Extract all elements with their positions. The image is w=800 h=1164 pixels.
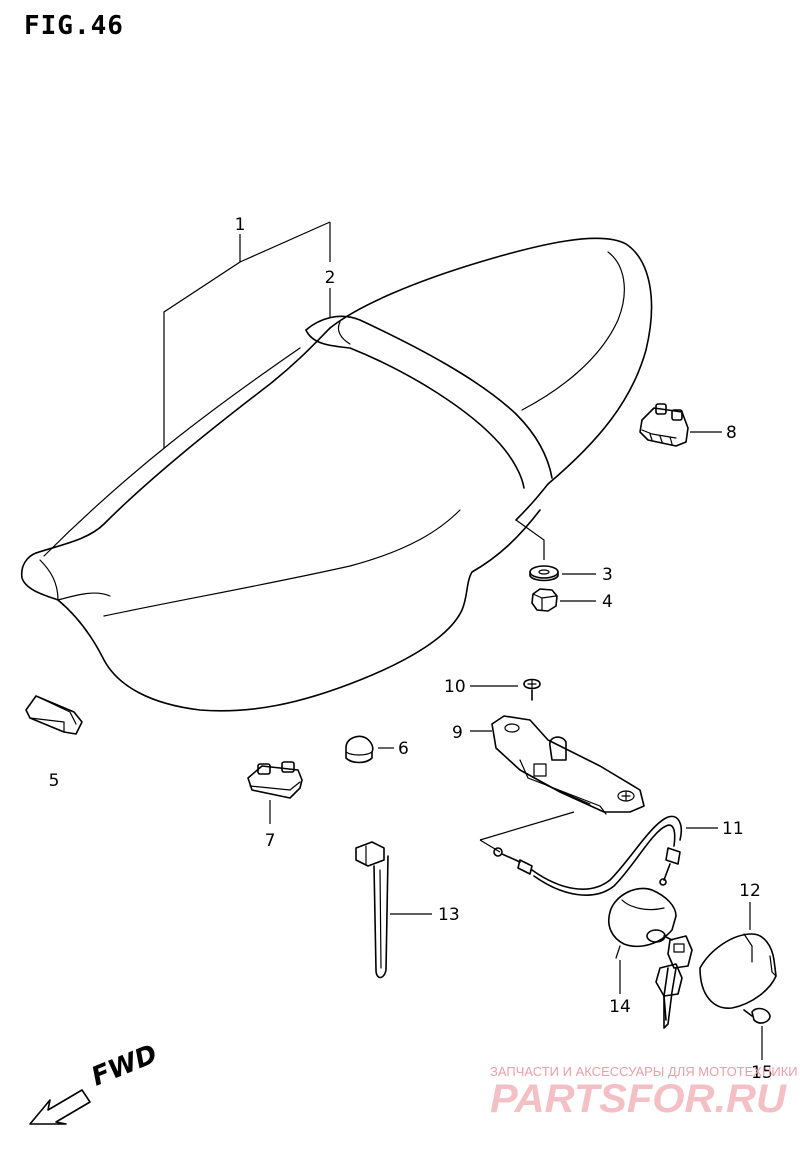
callout-9: 9 <box>452 723 463 743</box>
part-11-cable <box>479 811 682 896</box>
callout-10: 10 <box>444 677 466 697</box>
part-5-rubber-block <box>25 695 83 735</box>
watermark-tagline: ЗАПЧАСТИ И АКСЕССУАРЫ ДЛЯ МОТОТЕХНИКИ <box>490 1064 798 1079</box>
callout-14: 14 <box>609 997 631 1017</box>
leader-1 <box>163 234 241 448</box>
part-6-cap-nut <box>345 735 374 764</box>
callout-1: 1 <box>235 215 246 235</box>
callout-13: 13 <box>438 905 460 925</box>
callout-7: 7 <box>265 831 276 851</box>
part-12-lock-cover <box>699 933 777 1009</box>
callout-4: 4 <box>602 592 613 612</box>
callout-6: 6 <box>398 739 409 759</box>
callout-3: 3 <box>602 565 613 585</box>
callout-15: 15 <box>751 1063 773 1083</box>
callout-2: 2 <box>325 268 336 288</box>
seat-drawing <box>20 237 653 712</box>
part-10-screw <box>523 678 541 701</box>
watermark-logo: PARTSFOR.RU <box>490 1077 787 1121</box>
part-13-cable-tie <box>355 841 389 979</box>
part-4-nut <box>531 588 558 612</box>
part-15-screw <box>743 1007 771 1024</box>
callout-8: 8 <box>726 423 737 443</box>
part-14-seat-lock <box>608 887 693 1029</box>
part-3-washer <box>529 565 559 582</box>
callout-11: 11 <box>722 819 744 839</box>
leader-1-bridge <box>239 221 331 263</box>
figure-title: FIG.46 <box>24 11 124 41</box>
part-8-cushion <box>639 403 689 447</box>
callout-12: 12 <box>739 881 761 901</box>
part-7-bracket <box>247 761 303 799</box>
part-9-lock-plate <box>491 715 645 815</box>
leader-3-4 <box>515 519 545 560</box>
fwd-label: FWD <box>87 1039 161 1092</box>
fwd-arrow-icon <box>29 1089 91 1125</box>
callout-5: 5 <box>49 771 60 791</box>
